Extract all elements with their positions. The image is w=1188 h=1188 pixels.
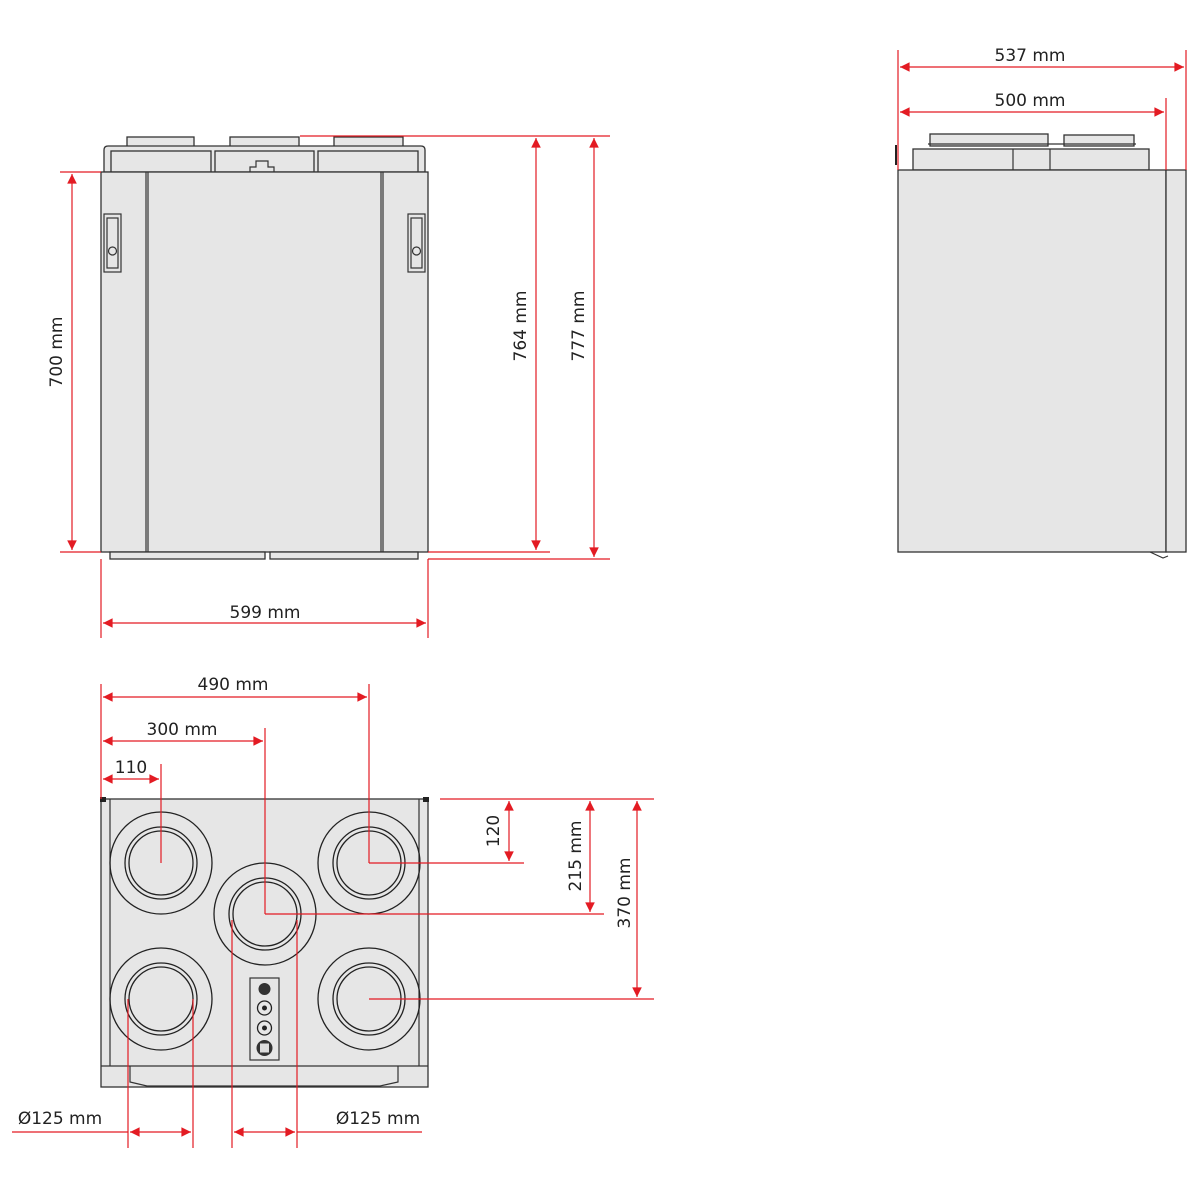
top-dimensions: 490 mm 300 mm 110 120 215 mm 370 mm Ø125…: [12, 675, 654, 1148]
offset-110-label: 110: [115, 758, 147, 778]
offset-370-label: 370 mm: [615, 858, 635, 929]
offset-300-label: 300 mm: [147, 720, 218, 740]
height-764-label: 764 mm: [511, 291, 531, 362]
height-777-label: 777 mm: [569, 291, 589, 362]
depth-537-label: 537 mm: [995, 46, 1066, 66]
width-label: 599 mm: [230, 603, 301, 623]
side-view: [895, 133, 1187, 559]
front-dimensions: 700 mm 764 mm 777 mm 599 mm: [47, 135, 610, 638]
offset-120-label: 120: [484, 815, 504, 847]
diameter-left-label: Ø125 mm: [18, 1109, 102, 1129]
offset-215-label: 215 mm: [566, 821, 586, 892]
side-dimensions: 537 mm 500 mm: [897, 46, 1187, 170]
height-body-label: 700 mm: [47, 317, 67, 388]
right-latch-icon: [407, 213, 426, 273]
depth-500-label: 500 mm: [995, 91, 1066, 111]
diameter-right-label: Ø125 mm: [336, 1109, 420, 1129]
front-view: [100, 136, 429, 560]
left-latch-icon: [103, 213, 122, 273]
offset-490-label: 490 mm: [198, 675, 269, 695]
connector-panel: [249, 977, 280, 1061]
